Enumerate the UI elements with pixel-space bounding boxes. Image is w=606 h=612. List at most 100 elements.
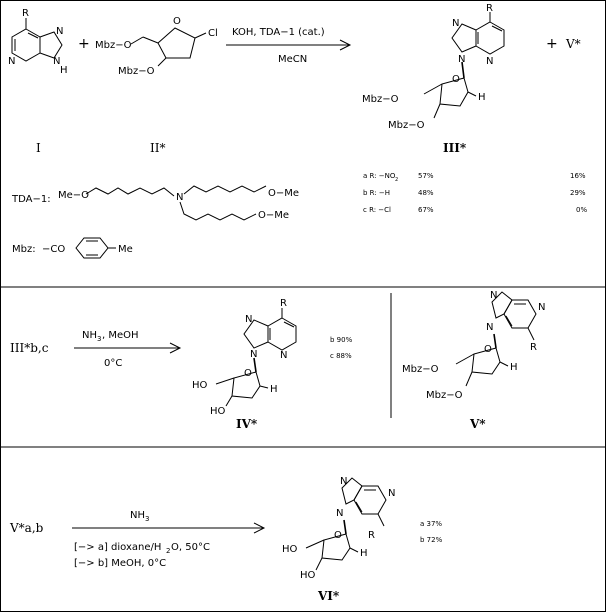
yield-table-III: a R: −NO 2 57% 16% b R: −H 48% 29% c R: …: [363, 172, 587, 214]
step3-reagent-nh: NH: [130, 510, 145, 521]
compound-II-Cl: Cl: [208, 28, 218, 39]
compound-IV-N3: N: [280, 350, 287, 361]
compound-III-mbz2: Mbz−O: [388, 120, 425, 131]
yield-VI-b: b 72%: [420, 536, 443, 544]
step3-cond-a-sub: 2: [166, 547, 170, 555]
compound-IV: R N N N O H HO HO IV* b 90% c 88%: [192, 298, 353, 431]
yield-III-c-y1: 67%: [418, 206, 434, 214]
plus-sign-2: +: [546, 36, 558, 52]
compound-I-N4: N: [8, 56, 15, 67]
compound-II-mbz2: Mbz−O: [118, 66, 155, 77]
compound-II-mbz1: Mbz−O: [95, 40, 132, 51]
compound-VI-N1: N: [336, 508, 343, 519]
compound-III-H: H: [478, 92, 486, 103]
compound-V-label: V*: [469, 417, 486, 431]
compound-V-N3: N: [538, 302, 545, 313]
tda1-structure: TDA−1: Me−O N O−Me O−Me: [11, 185, 299, 221]
compound-IV-N9: N: [250, 349, 257, 360]
yield-III-a-y2: 16%: [570, 172, 586, 180]
compound-I-R: R: [22, 8, 29, 19]
compound-III-label: III*: [443, 141, 467, 155]
compound-VI-ho1: HO: [282, 544, 298, 555]
compound-III-mbz1: Mbz−O: [362, 94, 399, 105]
step2-temp: 0°C: [104, 358, 122, 369]
yield-VI-a: a 37%: [420, 520, 442, 528]
compound-I-N7: N: [56, 26, 63, 37]
step2-reagent-sub: 3: [97, 335, 101, 343]
step1-reagents: KOH, TDA−1 (cat.): [232, 27, 325, 38]
step1-arrow-group: KOH, TDA−1 (cat.) MeCN: [226, 27, 352, 65]
compound-II-label: II*: [150, 141, 165, 155]
compound-III-ring-O: O: [452, 74, 460, 85]
compound-I: R N N H N I: [8, 8, 68, 155]
compound-V-N7: N: [490, 290, 497, 301]
step2-arrow-group: III*b,c NH 3 , MeOH 0°C: [10, 330, 182, 369]
compound-IV-ho2: HO: [210, 406, 226, 417]
tda1-ome2: O−Me: [258, 210, 289, 221]
compound-VI-R: R: [368, 530, 375, 541]
tda1-meo: Me−O: [58, 190, 89, 201]
compound-V-mbz1: Mbz−O: [402, 364, 439, 375]
compound-VI-label: VI*: [317, 589, 340, 603]
step1-solvent: MeCN: [278, 54, 307, 65]
compound-I-label: I: [36, 141, 41, 155]
compound-VI-ring-O: O: [334, 530, 342, 541]
compound-VI: N N N R O H HO HO VI* a 37% b 72%: [282, 476, 443, 603]
step3-cond-a-rest: O, 50°C: [171, 542, 210, 553]
mbz-label: Mbz:: [12, 244, 36, 255]
yield-III-b-tag: b R: −H: [363, 189, 390, 197]
compound-III-N3: N: [486, 56, 493, 67]
compound-VI-N7: N: [340, 476, 347, 487]
compound-V-H: H: [510, 362, 518, 373]
compound-VI-N3: N: [388, 488, 395, 499]
yield-III-a-y1: 57%: [418, 172, 434, 180]
mbz-me: Me: [118, 244, 133, 255]
compound-I-H: H: [60, 65, 68, 76]
compound-III-R: R: [486, 3, 493, 14]
compound-V: N N N R O H Mbz−O Mbz−O V*: [402, 290, 545, 431]
compound-IV-ring-O: O: [244, 368, 252, 379]
tda1-label: TDA−1:: [11, 194, 51, 205]
yield-IV-b: b 90%: [330, 336, 353, 344]
compound-V-N1: N: [486, 322, 493, 333]
compound-II-ring-O: O: [173, 16, 181, 27]
yield-III-c-tag: c R: −Cl: [363, 206, 391, 214]
yield-IV-c: c 88%: [330, 352, 352, 360]
step2-start: III*b,c: [10, 341, 49, 355]
compound-III: R N N N O H Mbz−O Mbz−O III*: [362, 3, 505, 155]
yield-III-b-y2: 29%: [570, 189, 586, 197]
yield-III-c-y2: 0%: [576, 206, 587, 214]
compound-VI-ho2: HO: [300, 570, 316, 581]
compound-III-N7: N: [452, 18, 459, 29]
tda1-ome1: O−Me: [268, 188, 299, 199]
compound-IV-R: R: [280, 298, 287, 309]
product-V-ref: V*: [565, 37, 581, 51]
compound-IV-H: H: [270, 384, 278, 395]
step2-reagent-rest: , MeOH: [102, 330, 139, 341]
compound-IV-ho1: HO: [192, 380, 208, 391]
compound-II: Mbz−O O Cl Mbz−O II*: [95, 16, 218, 155]
step3-reagent-sub: 3: [145, 515, 149, 523]
yield-III-a-tag: a R: −NO: [363, 172, 396, 180]
mbz-co: −CO: [42, 244, 65, 255]
step3-arrow-group: V*a,b NH 3 [−> a] dioxane/H 2 O, 50°C [−…: [9, 510, 266, 569]
compound-I-NH: N: [53, 56, 60, 67]
yield-III-a-sub: 2: [395, 177, 398, 183]
compound-IV-N7: N: [245, 314, 252, 325]
step3-cond-a: [−> a] dioxane/H: [74, 542, 161, 553]
step3-start: V*a,b: [9, 521, 44, 535]
tda1-N: N: [176, 192, 183, 203]
plus-sign-1: +: [78, 36, 90, 52]
yield-III-b-y1: 48%: [418, 189, 434, 197]
compound-V-ring-O: O: [484, 344, 492, 355]
step3-cond-b: [−> b] MeOH, 0°C: [74, 558, 166, 569]
compound-V-mbz2: Mbz−O: [426, 390, 463, 401]
compound-VI-H: H: [360, 548, 368, 559]
compound-V-R: R: [530, 342, 537, 353]
mbz-definition: Mbz: −CO Me: [12, 237, 133, 259]
compound-III-N9: N: [458, 54, 465, 65]
step2-reagent-nh: NH: [82, 330, 97, 341]
compound-IV-label: IV*: [236, 417, 258, 431]
